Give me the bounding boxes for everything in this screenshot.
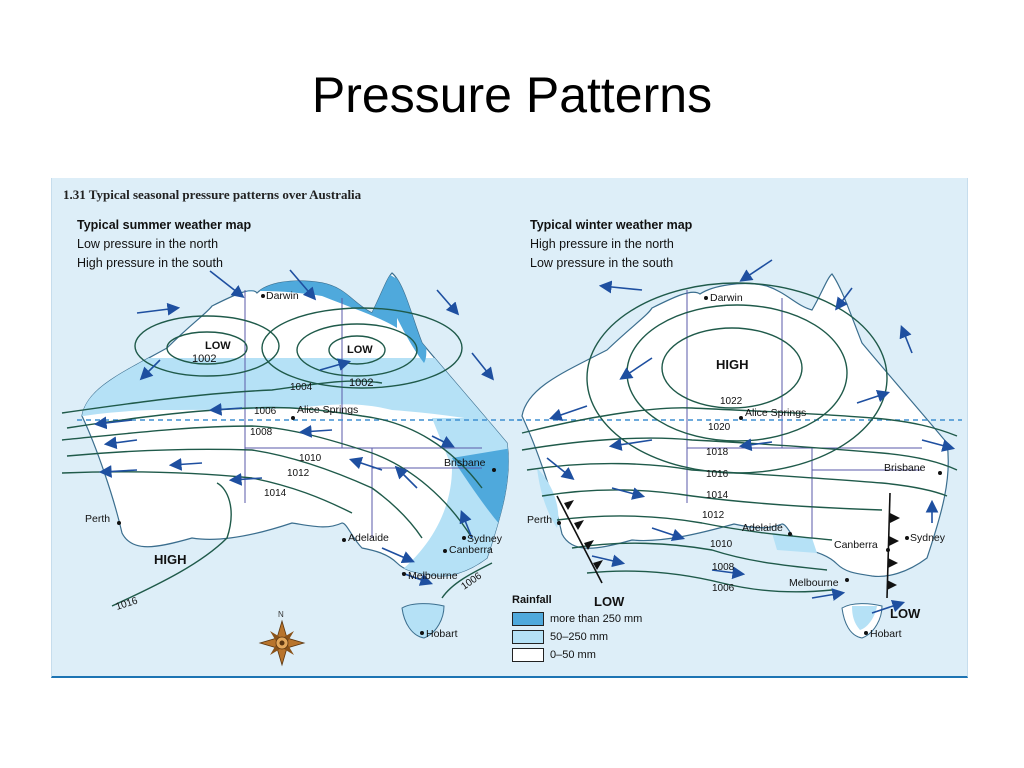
summer-city-adelaide: Adelaide — [348, 532, 389, 544]
legend-item: 0–50 mm — [512, 646, 642, 664]
summer-wind-arrows — [93, 269, 494, 586]
legend-swatch — [512, 648, 544, 662]
winter-city-hobart: Hobart — [870, 628, 902, 640]
summer-line2: High pressure in the south — [77, 256, 223, 270]
winter-iso-1016: 1016 — [706, 469, 729, 480]
winter-city-alice: Alice Springs — [745, 407, 806, 419]
winter-city-brisbane: Brisbane — [884, 462, 926, 474]
compass-rose-icon: N — [257, 608, 307, 668]
winter-low2: LOW — [890, 606, 921, 621]
winter-city-sydney: Sydney — [910, 532, 946, 544]
summer-heading: Typical summer weather map — [77, 218, 252, 232]
summer-isobars — [61, 307, 493, 607]
summer-low1-value: 1002 — [192, 353, 216, 365]
winter-city-perth: Perth — [527, 514, 552, 526]
summer-iso-1010: 1010 — [299, 453, 322, 464]
legend-title: Rainfall — [512, 594, 552, 606]
winter-iso-1022: 1022 — [720, 396, 743, 407]
winter-high: HIGH — [716, 357, 749, 372]
winter-iso-1006: 1006 — [712, 583, 735, 594]
winter-isobars — [521, 282, 958, 593]
summer-iso-1014: 1014 — [264, 488, 287, 499]
winter-line1: High pressure in the north — [530, 237, 674, 251]
summer-city-sydney: Sydney — [467, 533, 503, 545]
rainfall-legend: Rainfall more than 250 mm 50–250 mm 0–50… — [512, 594, 642, 664]
summer-tasmania — [401, 603, 445, 639]
winter-iso-1008: 1008 — [712, 562, 735, 573]
pressure-figure: LOW 1002 LOW 1002 HIGH 1004 1006 1008 10… — [51, 178, 968, 678]
winter-city-canberra: Canberra — [834, 539, 878, 551]
winter-line2: Low pressure in the south — [530, 256, 674, 270]
legend-item: more than 250 mm — [512, 610, 642, 628]
summer-state-borders — [244, 290, 482, 538]
legend-swatch — [512, 630, 544, 644]
summer-iso-1006b: 1006 — [459, 570, 484, 592]
summer-map: LOW 1002 LOW 1002 HIGH 1004 1006 1008 10… — [61, 269, 522, 640]
summer-city-alice: Alice Springs — [297, 404, 358, 416]
winter-iso-1010: 1010 — [710, 539, 733, 550]
summer-iso-1004: 1004 — [290, 382, 313, 393]
winter-wind-arrows — [546, 259, 956, 614]
summer-low2-value: 1002 — [349, 377, 373, 389]
winter-city-melbourne: Melbourne — [789, 577, 839, 589]
summer-heading-block: Typical summer weather map Low pressure … — [77, 216, 251, 273]
winter-city-darwin: Darwin — [710, 292, 743, 304]
winter-iso-1020: 1020 — [708, 422, 731, 433]
summer-city-canberra: Canberra — [449, 544, 493, 556]
figure-caption: 1.31 Typical seasonal pressure patterns … — [63, 187, 362, 202]
summer-city-melbourne: Melbourne — [408, 570, 458, 582]
summer-city-darwin: Darwin — [266, 290, 299, 302]
summer-iso-1012: 1012 — [287, 468, 310, 479]
legend-label: 50–250 mm — [550, 631, 609, 643]
summer-city-brisbane: Brisbane — [444, 457, 486, 469]
summer-line1: Low pressure in the north — [77, 237, 219, 251]
winter-heading: Typical winter weather map — [530, 218, 693, 232]
summer-low1: LOW — [205, 340, 231, 352]
winter-cold-fronts — [556, 492, 900, 599]
winter-heading-block: Typical winter weather map High pressure… — [530, 216, 692, 273]
summer-low2: LOW — [347, 344, 373, 356]
winter-iso-1014: 1014 — [706, 490, 729, 501]
legend-swatch — [512, 612, 544, 626]
winter-map: HIGH LOW LOW 1022 1020 1018 1016 1014 10… — [517, 259, 962, 640]
winter-mainland — [521, 273, 949, 578]
maps-svg: LOW 1002 LOW 1002 HIGH 1004 1006 1008 10… — [61, 259, 962, 640]
summer-iso-1016: 1016 — [115, 595, 140, 612]
legend-label: 0–50 mm — [550, 649, 596, 661]
winter-low1: LOW — [594, 594, 625, 609]
summer-iso-1008: 1008 — [250, 427, 273, 438]
slide-title: Pressure Patterns — [311, 67, 713, 123]
summer-iso-1006: 1006 — [254, 406, 277, 417]
winter-iso-1018: 1018 — [706, 447, 729, 458]
winter-city-adelaide: Adelaide — [742, 522, 783, 534]
summer-high: HIGH — [154, 552, 187, 567]
legend-item: 50–250 mm — [512, 628, 642, 646]
legend-label: more than 250 mm — [550, 613, 643, 625]
summer-city-perth: Perth — [85, 513, 110, 525]
summer-city-hobart: Hobart — [426, 628, 458, 640]
compass-north-letter: N — [278, 610, 284, 619]
winter-iso-1012: 1012 — [702, 510, 725, 521]
